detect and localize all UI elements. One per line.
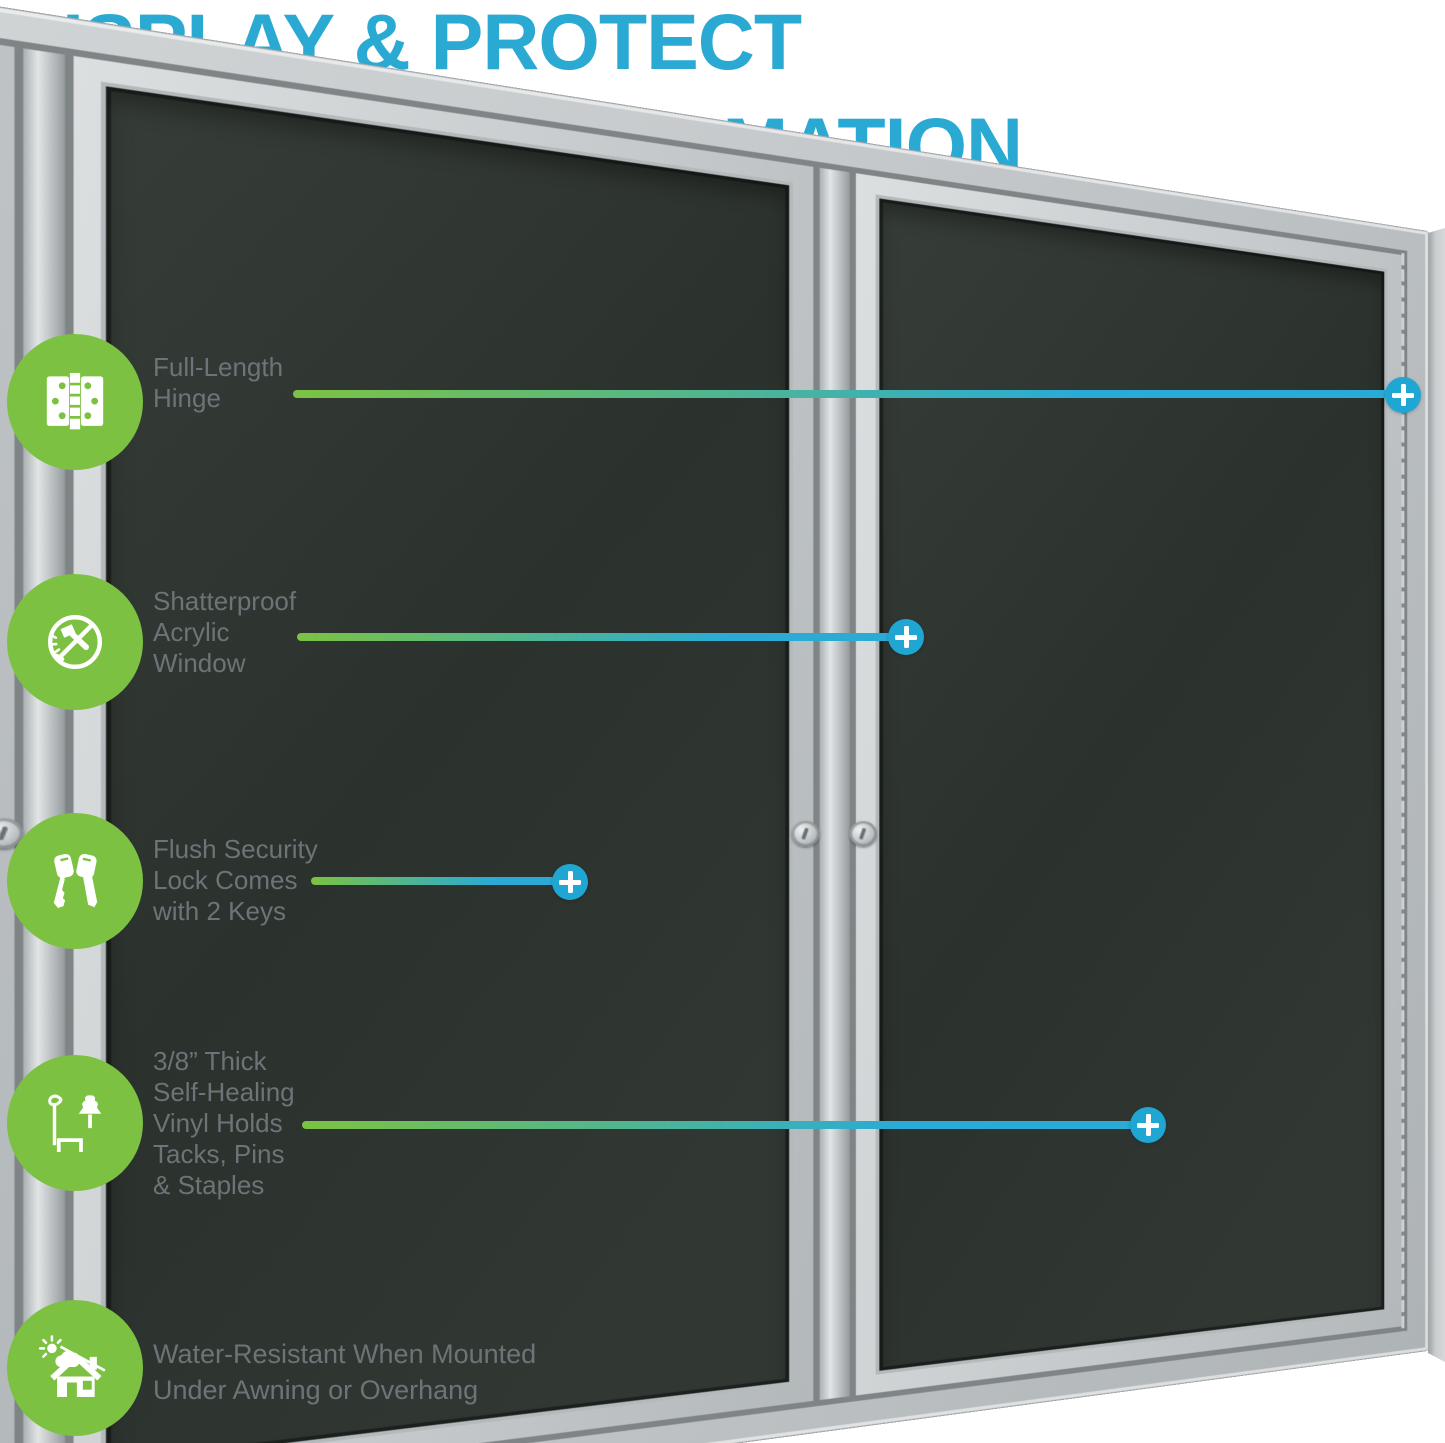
feature-label-lock: Flush Security Lock Comes with 2 Keys (153, 834, 318, 926)
feature-marker-hinge (1385, 377, 1421, 413)
door-lock-right-door (850, 820, 878, 847)
board-door-left (0, 0, 23, 1443)
feature-label-vinyl: 3/8” Thick Self-Healing Vinyl Holds Tack… (153, 1046, 295, 1200)
board-door-row (0, 0, 1407, 1443)
plus-icon (552, 864, 588, 900)
board-door-right (850, 173, 1403, 1396)
board-panel-middle (100, 81, 794, 1443)
callout-line-lock (311, 877, 563, 885)
feature-label-water: Water-Resistant When Mounted Under Awnin… (153, 1339, 537, 1405)
board-panel-right (876, 194, 1388, 1375)
feature-label-acrylic: Shatterproof Acrylic Window (153, 586, 297, 678)
full-length-hinge (1401, 253, 1405, 1329)
feature-label-hinge: Full-Length Hinge (153, 352, 284, 413)
feature-marker-lock (552, 864, 588, 900)
plus-icon (1385, 377, 1421, 413)
pins-icon (7, 1055, 143, 1191)
callout-line-hinge (293, 390, 1393, 398)
board-door-middle (72, 55, 821, 1443)
board-divider-post (22, 48, 65, 1443)
hinge-icon (7, 334, 143, 470)
board-case-side (1428, 228, 1445, 1362)
feature-marker-acrylic (888, 619, 924, 655)
board-divider-post (820, 167, 851, 1401)
no-shatter-icon (7, 574, 143, 710)
callout-line-acrylic (297, 633, 897, 641)
keys-icon (7, 813, 143, 949)
plus-icon (1130, 1107, 1166, 1143)
house-icon (7, 1300, 143, 1436)
door-lock-middle-door (792, 820, 821, 847)
plus-icon (888, 619, 924, 655)
feature-marker-vinyl (1130, 1107, 1166, 1143)
callout-line-vinyl (302, 1121, 1140, 1129)
